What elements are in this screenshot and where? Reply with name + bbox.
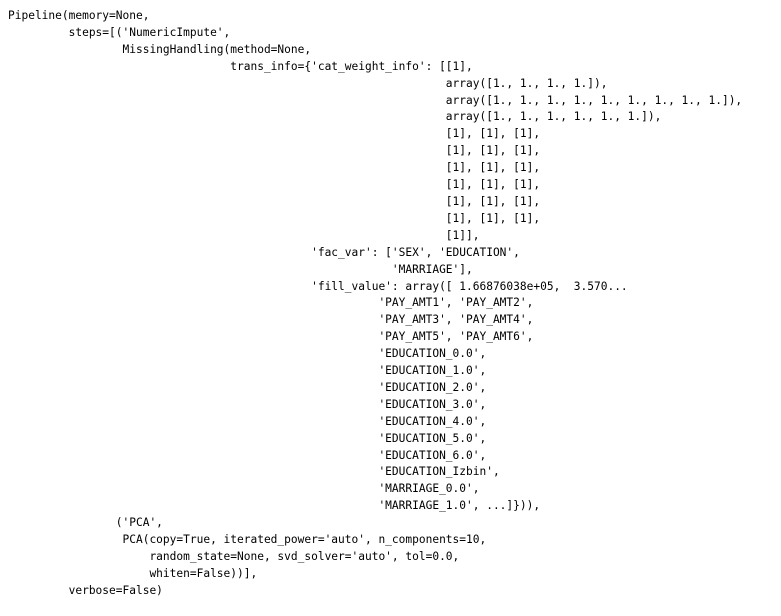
output-line: 'PAY_AMT3', 'PAY_AMT4', [8, 313, 534, 327]
output-line: [1], [1], [1], [8, 161, 541, 175]
output-line: [1], [1], [1], [8, 211, 541, 225]
output-line: steps=[('NumericImpute', [8, 25, 231, 39]
output-line: trans_info={'cat_weight_info': [[1], [8, 59, 473, 73]
output-line: 'PAY_AMT1', 'PAY_AMT2', [8, 296, 534, 310]
output-line: 'fill_value': array([ 1.66876038e+05, 3.… [8, 279, 628, 293]
output-line: ('PCA', [8, 516, 163, 530]
output-line: 'EDUCATION_0.0', [8, 347, 487, 361]
output-line: 'EDUCATION_1.0', [8, 364, 487, 378]
output-line: [1], [1], [1], [8, 144, 541, 158]
output-line: 'fac_var': ['SEX', 'EDUCATION', [8, 245, 520, 259]
scrollbar-track[interactable] [773, 0, 781, 616]
output-line: MissingHandling(method=None, [8, 42, 312, 56]
output-line: array([1., 1., 1., 1., 1., 1.]), [8, 110, 662, 124]
output-line: [1], [1], [1], [8, 178, 541, 192]
output-line: whiten=False))], [8, 566, 258, 580]
output-line: array([1., 1., 1., 1., 1., 1., 1., 1., 1… [8, 93, 743, 107]
output-line: 'EDUCATION_3.0', [8, 397, 487, 411]
output-line: 'PAY_AMT5', 'PAY_AMT6', [8, 330, 534, 344]
output-line: 'MARRIAGE_0.0', [8, 482, 480, 496]
output-line: 'EDUCATION_Izbin', [8, 465, 500, 479]
output-line: 'EDUCATION_2.0', [8, 380, 487, 394]
output-line: 'MARRIAGE_1.0', ...]})), [8, 499, 541, 513]
output-line: 'MARRIAGE'], [8, 262, 473, 276]
output-line: [1], [1], [1], [8, 194, 541, 208]
output-line: 'EDUCATION_6.0', [8, 448, 487, 462]
output-line: verbose=False) [8, 583, 163, 597]
output-line: 'EDUCATION_4.0', [8, 414, 487, 428]
pipeline-repr-output: Pipeline(memory=None, steps=[('NumericIm… [8, 8, 742, 600]
output-line: random_state=None, svd_solver='auto', to… [8, 550, 460, 563]
output-line: [1], [1], [1], [8, 127, 541, 141]
output-line: array([1., 1., 1., 1.]), [8, 76, 608, 90]
output-line: Pipeline(memory=None, [8, 9, 150, 22]
output-line: 'EDUCATION_5.0', [8, 431, 487, 445]
output-line: PCA(copy=True, iterated_power='auto', n_… [8, 533, 487, 547]
output-line: [1]], [8, 228, 480, 242]
